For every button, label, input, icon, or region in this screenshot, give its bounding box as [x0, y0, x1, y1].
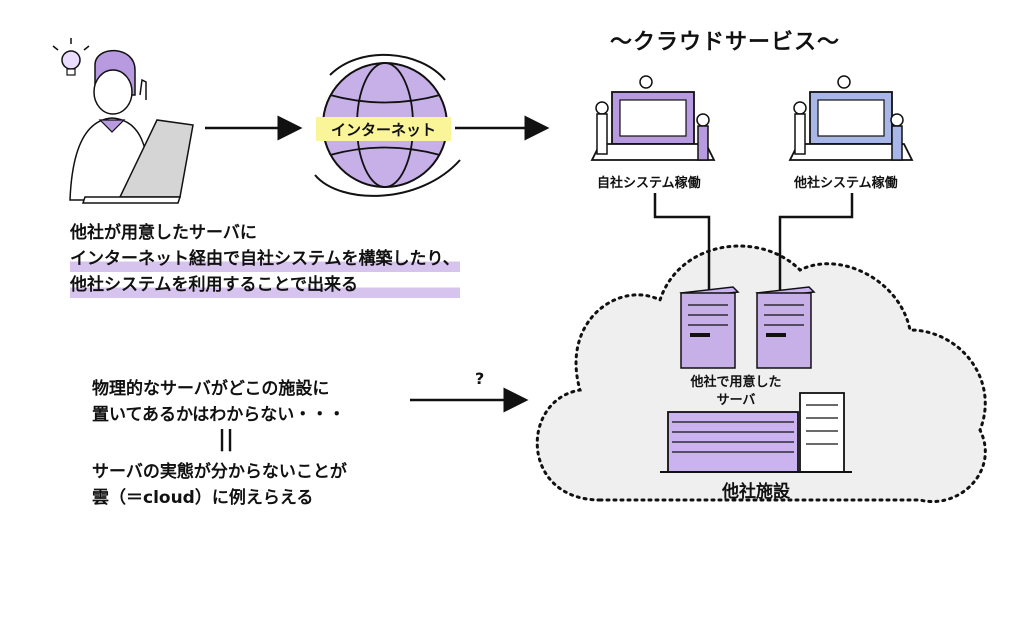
- server-icon-1: [679, 286, 740, 369]
- server-label-line-2: サーバ: [716, 393, 756, 408]
- other-system-label: 他社システム稼働: [794, 176, 898, 191]
- answer-line-1: サーバの実態が分からないことが: [92, 462, 347, 482]
- equals-mark: ||: [218, 427, 235, 452]
- internet-label: インターネット: [316, 117, 451, 141]
- question-line-2: 置いてあるかはわからない・・・: [92, 405, 346, 425]
- explanation-line-1: 他社が用意したサーバに: [70, 223, 257, 243]
- workers-laptop-icon-own: [590, 75, 716, 161]
- facility-label: 他社施設: [722, 482, 790, 502]
- lightbulb-icon: [52, 38, 90, 76]
- own-system-label: 自社システム稼働: [597, 176, 701, 191]
- connector-own-system: [653, 193, 711, 293]
- question-line-1: 物理的なサーバがどこの施設に: [92, 379, 330, 399]
- server-icon-2: [755, 286, 816, 369]
- connector-other-system: [778, 193, 854, 293]
- person-laptop-icon: [69, 49, 194, 204]
- cloud-shape: [535, 244, 987, 503]
- diagram-title: 〜クラウドサービス〜: [610, 30, 841, 55]
- server-label-line-1: 他社で用意した: [690, 375, 782, 390]
- explanation-line-2: インターネット経由で自社システムを構築したり、: [70, 246, 460, 272]
- answer-text: サーバの実態が分からないことが 雲（＝cloud）に例えらえる: [92, 459, 347, 511]
- explanation-text: 他社が用意したサーバに インターネット経由で自社システムを構築したり、 他社シス…: [70, 220, 460, 298]
- building-icon: [660, 392, 852, 473]
- explanation-line-3: 他社システムを利用することで出来る: [70, 272, 460, 298]
- question-mark: ?: [475, 369, 485, 388]
- server-label: 他社で用意した サーバ: [676, 374, 796, 410]
- question-text: 物理的なサーバがどこの施設に 置いてあるかはわからない・・・: [92, 376, 345, 428]
- workers-laptop-icon-other: [788, 75, 914, 161]
- answer-line-2: 雲（＝cloud）に例えらえる: [92, 488, 314, 508]
